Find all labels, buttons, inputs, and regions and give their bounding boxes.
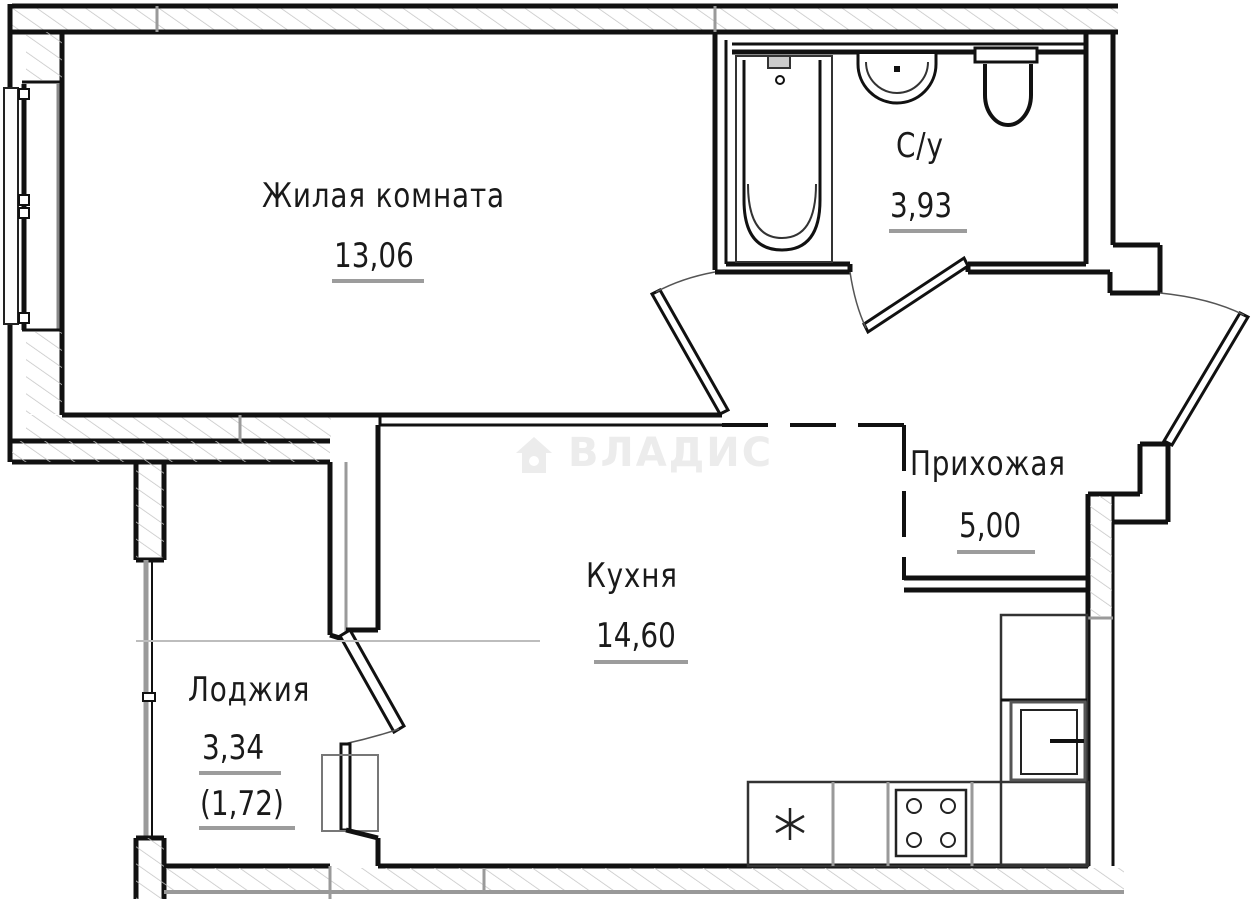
- area-underline: [199, 771, 281, 775]
- bottom-exterior-wall: [164, 863, 1124, 899]
- bathroom-door: [849, 255, 970, 335]
- toilet-icon: [973, 46, 1039, 127]
- hallway-boundary: [722, 423, 906, 580]
- left-exterior-wall: [7, 4, 65, 462]
- stove-icon: [894, 788, 968, 858]
- room-name-kitchen: Кухня: [586, 556, 678, 596]
- room-name-living: Жилая комната: [262, 176, 505, 216]
- fan-icon: [775, 808, 805, 840]
- area-underline: [594, 660, 688, 664]
- entrance-door: [1159, 292, 1251, 447]
- house-key-icon: [516, 437, 552, 473]
- room-name-bathroom: С/у: [896, 126, 944, 166]
- room-area-hallway: 5,00: [959, 506, 1022, 546]
- watermark-text: ВЛАДИС: [568, 430, 774, 476]
- watermark: ВЛАДИС: [514, 430, 773, 476]
- bathtub-icon: [735, 55, 833, 263]
- top-exterior-wall: [12, 3, 1118, 35]
- area-underline: [332, 279, 424, 283]
- washbasin-icon: [856, 54, 938, 105]
- room-area-loggia: 3,34: [202, 728, 265, 768]
- area-underline: [957, 550, 1035, 554]
- living-room-window: [3, 80, 62, 332]
- loggia-glazing: [133, 462, 167, 899]
- area-underline: [199, 826, 295, 830]
- room-reduced-area-loggia: (1,72): [200, 784, 284, 824]
- loggia-kitchen-partition: [327, 425, 381, 643]
- kitchen-sink-icon: [1009, 700, 1087, 782]
- room-area-living: 13,06: [334, 236, 414, 276]
- room-name-hallway: Прихожая: [910, 444, 1066, 484]
- room-area-bathroom: 3,93: [890, 186, 953, 226]
- kitchen-counter: [746, 613, 1090, 868]
- loggia-door: [321, 627, 407, 866]
- area-underline: [889, 229, 967, 233]
- living-room-door: [649, 271, 731, 416]
- living-room-south-wall: [12, 412, 722, 465]
- room-area-kitchen: 14,60: [596, 616, 676, 656]
- room-name-loggia: Лоджия: [188, 670, 311, 710]
